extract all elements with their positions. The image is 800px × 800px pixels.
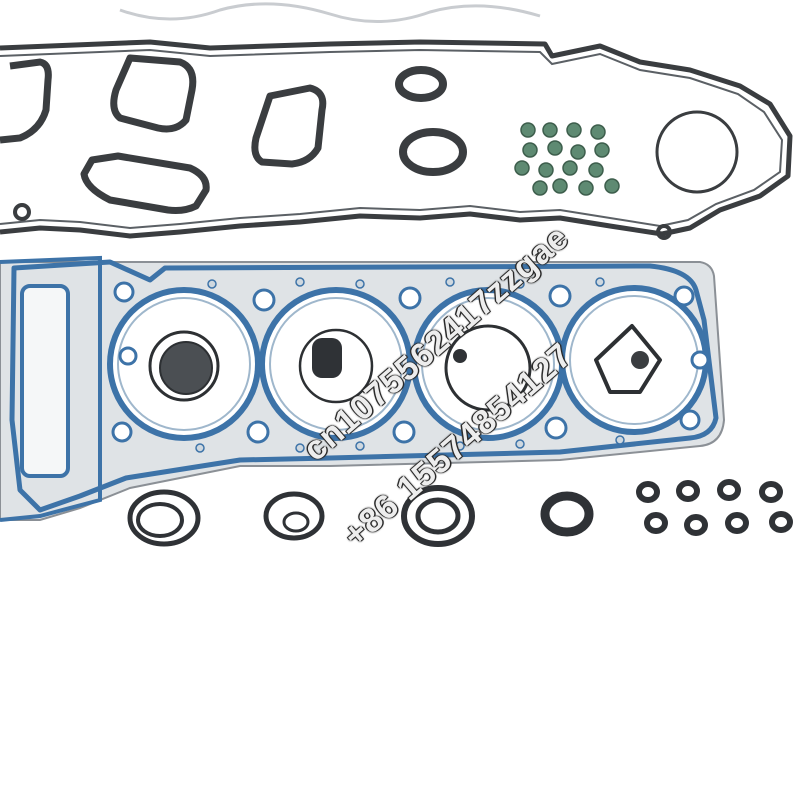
timing-cover-opening — [20, 284, 70, 478]
valve-cover-gasket — [0, 39, 793, 239]
water-passages — [195, 277, 625, 453]
round-seal — [399, 128, 467, 176]
head-gasket-end-bead — [0, 255, 102, 522]
valve-stem-seals — [514, 122, 620, 196]
thin-o-ring — [655, 110, 739, 194]
small-o-rings — [636, 479, 793, 536]
bore-parts — [148, 324, 662, 412]
tube-seal-4 — [80, 152, 210, 214]
valve-cover-gasket-inner — [0, 48, 784, 230]
oval-seal — [395, 66, 447, 102]
tube-seal-3 — [251, 84, 327, 168]
bolt-tab — [656, 224, 672, 240]
bolt-tab — [13, 203, 31, 221]
tube-seal-2 — [110, 54, 197, 133]
bolt-holes — [111, 281, 710, 444]
top-faint-gasket — [119, 2, 541, 24]
tube-seal-1 — [0, 58, 52, 144]
lower-seals — [127, 485, 594, 547]
head-gasket-blue-bead — [9, 259, 719, 513]
